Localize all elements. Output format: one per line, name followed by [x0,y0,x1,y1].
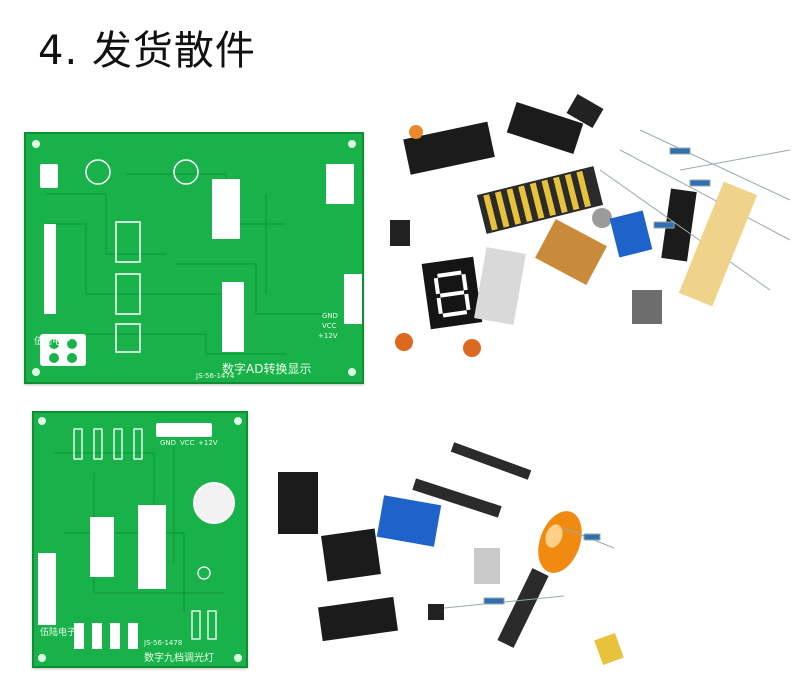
adc-board-code: JS-56-1474 [196,372,235,380]
resistor-tape [678,181,758,307]
dimmer-pin-vcc: VCC [180,439,195,447]
adc-loose-components [390,93,791,357]
push-switch-icon [474,548,500,584]
resistor-icon [599,129,791,291]
adc-pin-vcc: VCC [322,322,337,330]
lamp-holder-pad [193,482,235,524]
dimmer-loose-components [278,442,624,665]
ic-chip-icon [278,472,444,642]
dimmer-pin-gnd: GND [160,439,177,447]
ic-chip-icon [390,93,697,262]
seven-segment-display-icon [421,256,483,330]
flat-cable [474,247,526,325]
terminal-block-icon [376,495,442,547]
capacitor-icon [395,125,481,357]
adc-pcb-traces [32,140,362,376]
pin-header-icon [412,442,549,648]
resistor-icon [443,527,615,609]
dimmer-maker-label: 伍陆电子 [40,628,77,638]
adc-pin-12v: +12V [318,332,338,340]
push-switch-icon [632,290,662,324]
dimmer-pcb-board: GND VCC +12V 伍陆电子 JS-56-1478 数字九档调光灯 [32,411,248,668]
page-title: 4. 发货散件 [38,28,256,74]
potentiometer-icon [535,208,612,286]
adc-pcb-board: 伍陆电子 JS-56-1474 数字AD转换显示 GND VCC +12V [24,132,364,384]
pin-header-icon [476,166,604,234]
terminal-block-icon [609,210,653,258]
dimmer-pcb-traces [38,417,242,662]
adc-board-caption: 数字AD转换显示 [222,362,312,376]
dimmer-board-code: JS-56-1478 [144,639,183,647]
lamp-bulb-icon [538,511,582,573]
adc-maker-label: 伍陆电子 [34,337,71,347]
dimmer-board-caption: 数字九档调光灯 [144,653,214,664]
capacitor-icon [594,633,624,665]
adc-pin-gnd: GND [322,312,339,320]
dimmer-pin-12v: +12V [198,439,218,447]
